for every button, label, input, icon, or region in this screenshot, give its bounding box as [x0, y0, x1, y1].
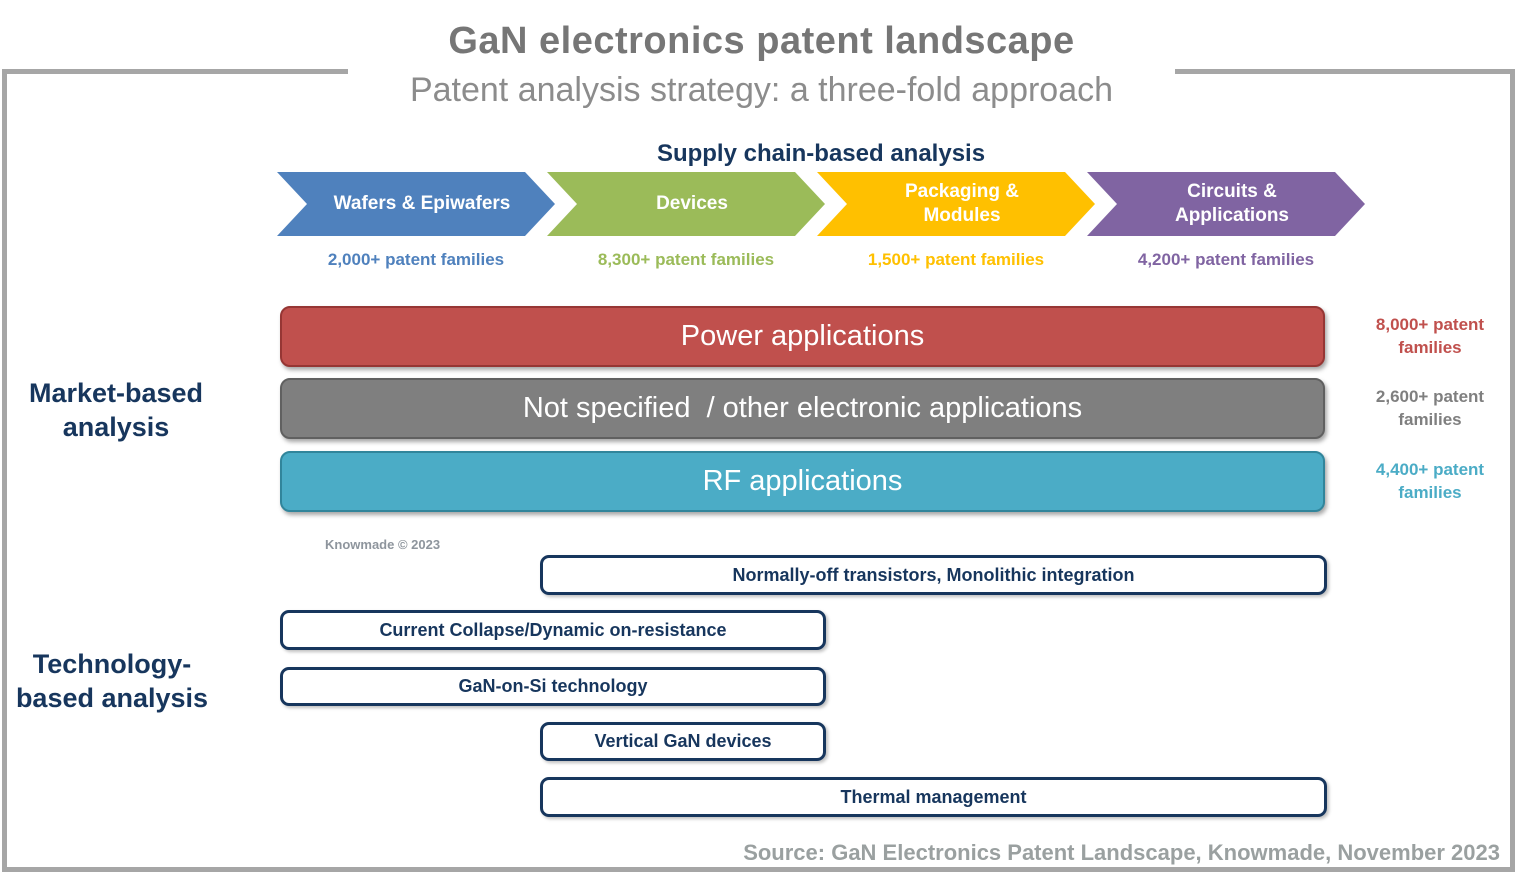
page-title: GaN electronics patent landscape	[448, 20, 1075, 62]
watermark: Knowmade © 2023	[325, 537, 441, 552]
source-credit: Source: GaN Electronics Patent Landscape…	[743, 840, 1500, 865]
market-bar-not-specified: Not specified / other electronic applica…	[280, 378, 1325, 439]
market-bar-rf-label: RF applications	[702, 465, 903, 497]
stage-label-circuits: Circuits & Applications	[1174, 181, 1289, 226]
market-count-power: 8,000+ patent families	[1375, 314, 1485, 357]
stage-arrow-packaging: Packaging & Modules	[817, 172, 1095, 236]
title-card: GaN electronics patent landscape Patent …	[348, 0, 1175, 137]
supply-chain-heading: Supply chain-based analysis	[656, 140, 986, 167]
stage-label-packaging: Packaging & Modules	[904, 181, 1020, 226]
market-count-not-specified: 2,600+ patent families	[1375, 386, 1485, 429]
stage-label-wafers: Wafers & Epiwafers	[333, 193, 511, 215]
market-bar-not-specified-label: Not specified / other electronic applica…	[522, 392, 1083, 424]
technology-analysis-label: Technology-based analysis	[15, 649, 209, 713]
tech-box-gan-on-si: GaN-on-Si technology	[280, 667, 826, 706]
tech-box-normally-off: Normally-off transistors, Monolithic int…	[540, 555, 1327, 595]
page-subtitle: Patent analysis strategy: a three-fold a…	[409, 71, 1114, 109]
tech-box-vertical-gan: Vertical GaN devices	[540, 722, 826, 761]
stage-count-circuits: 4,200+ patent families	[1137, 250, 1315, 269]
tech-box-current-collapse: Current Collapse/Dynamic on-resistance	[280, 610, 826, 650]
stage-count-devices: 8,300+ patent families	[597, 250, 775, 269]
stage-arrow-devices: Devices	[547, 172, 825, 236]
stage-arrow-circuits: Circuits & Applications	[1087, 172, 1365, 236]
stage-count-packaging: 1,500+ patent families	[867, 250, 1045, 269]
tech-box-thermal: Thermal management	[540, 777, 1327, 817]
market-bar-power-label: Power applications	[680, 320, 925, 352]
stage-count-wafers: 2,000+ patent families	[327, 250, 505, 269]
stage-arrow-wafers: Wafers & Epiwafers	[277, 172, 555, 236]
market-count-rf: 4,400+ patent families	[1375, 459, 1485, 502]
market-analysis-label: Market-based analysis	[28, 378, 204, 442]
stage-label-devices: Devices	[656, 193, 728, 215]
market-bar-rf: RF applications	[280, 451, 1325, 512]
market-bar-power: Power applications	[280, 306, 1325, 367]
